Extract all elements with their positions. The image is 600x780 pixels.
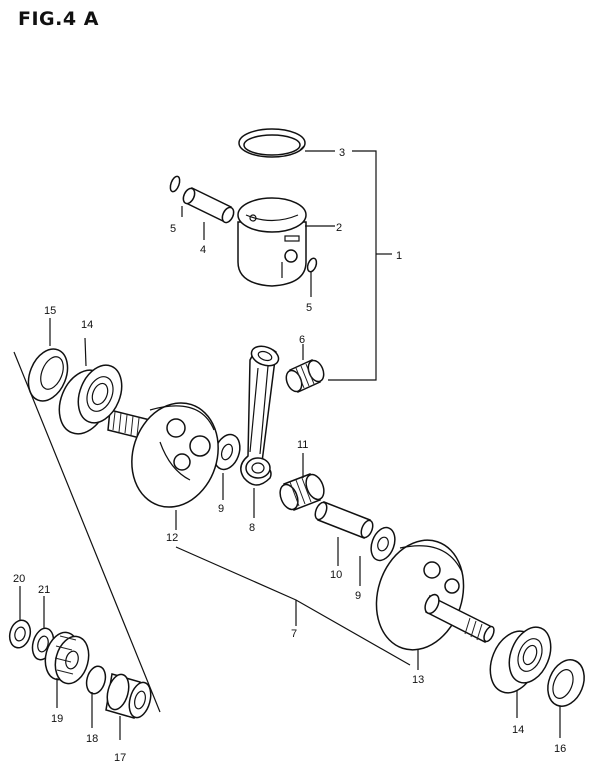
- callout-17: 17: [114, 752, 126, 764]
- callout-9-right: 9: [355, 590, 361, 602]
- callout-3: 3: [339, 147, 345, 159]
- part-crank-pin[interactable]: [313, 501, 375, 539]
- part-o-ring[interactable]: [84, 664, 109, 696]
- callout-13: 13: [412, 674, 424, 686]
- callout-21: 21: [38, 584, 50, 596]
- part-piston[interactable]: [237, 197, 307, 287]
- part-thrust-washer-right[interactable]: [367, 524, 399, 563]
- leader-lines: [13, 206, 561, 740]
- part-circlip-right[interactable]: [306, 257, 318, 273]
- callout-1: 1: [396, 250, 402, 262]
- part-piston-pin[interactable]: [181, 186, 236, 225]
- part-primary-drive-gear[interactable]: [40, 629, 93, 688]
- part-oil-seal-right[interactable]: [541, 654, 591, 711]
- callout-6: 6: [299, 334, 305, 346]
- callout-14-right: 14: [512, 724, 524, 736]
- part-crank-bearing-left[interactable]: [50, 359, 129, 442]
- part-circlip-left[interactable]: [169, 175, 182, 193]
- figure-title: FIG.4 A: [18, 8, 99, 30]
- callout-4: 4: [200, 244, 206, 256]
- callout-14-left: 14: [81, 319, 93, 331]
- part-spacer[interactable]: [104, 672, 155, 720]
- part-crankshaft-right[interactable]: [363, 529, 496, 661]
- callout-18: 18: [86, 733, 98, 745]
- callout-7: 7: [291, 628, 297, 640]
- callout-9-left: 9: [218, 503, 224, 515]
- part-nut[interactable]: [7, 618, 34, 650]
- part-crank-bearing-right[interactable]: [482, 621, 559, 700]
- callout-5-upper: 5: [170, 223, 176, 235]
- assembly-bracket: [305, 150, 392, 381]
- callout-10: 10: [330, 569, 342, 581]
- part-connecting-rod[interactable]: [240, 343, 281, 486]
- callout-5-lower: 5: [306, 302, 312, 314]
- callout-15: 15: [44, 305, 56, 317]
- callout-8: 8: [249, 522, 255, 534]
- part-needle-bearing-big[interactable]: [277, 472, 328, 512]
- part-crankshaft-left[interactable]: [107, 392, 231, 519]
- callout-2: 2: [336, 222, 342, 234]
- callout-16: 16: [554, 743, 566, 755]
- callout-19: 19: [51, 713, 63, 725]
- callout-11: 11: [297, 439, 308, 451]
- part-needle-bearing-small[interactable]: [283, 358, 326, 394]
- callout-12: 12: [166, 532, 178, 544]
- callout-20: 20: [13, 573, 25, 585]
- part-piston-ring[interactable]: [238, 128, 306, 158]
- part-oil-seal-left[interactable]: [21, 343, 75, 407]
